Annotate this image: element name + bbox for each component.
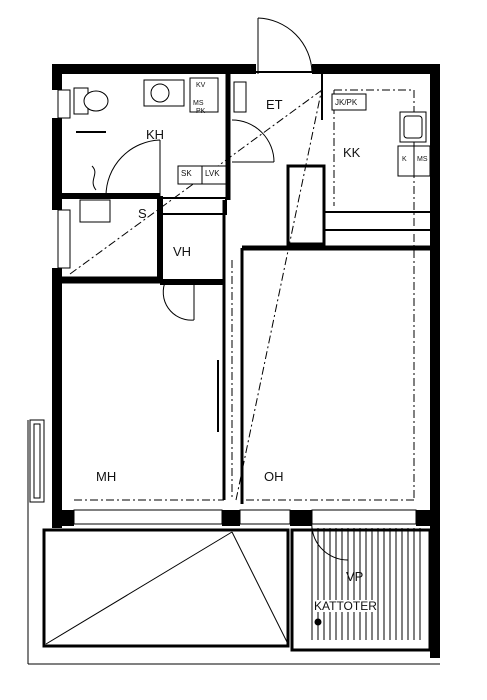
balcony bbox=[42, 528, 432, 652]
exterior-walls bbox=[52, 64, 440, 658]
room-label-bathroom: KH bbox=[146, 127, 165, 142]
label-sk: SK bbox=[181, 169, 192, 178]
room-label-sauna: S bbox=[138, 206, 147, 221]
terrace-decking bbox=[311, 528, 421, 640]
label-ms-kitchen: MS bbox=[417, 156, 428, 163]
room-label-living-room: OH bbox=[264, 469, 284, 484]
windows bbox=[29, 89, 417, 525]
interior-walls bbox=[62, 74, 430, 504]
room-label-entrance: ET bbox=[266, 97, 283, 112]
roof-terrace-label: KATTOTER bbox=[314, 599, 377, 613]
label-jk-pk: JK/PK bbox=[335, 98, 358, 107]
room-label-wardrobe: VH bbox=[173, 244, 192, 259]
label-lvk: LVK bbox=[205, 169, 220, 178]
room-label-balcony: VP bbox=[346, 569, 364, 584]
doors bbox=[105, 17, 349, 561]
label-pk: PK bbox=[196, 108, 206, 115]
label-kv: KV bbox=[196, 82, 206, 89]
label-ms: MS bbox=[193, 100, 204, 107]
room-label-kitchen: KK bbox=[343, 145, 361, 160]
label-k: K bbox=[402, 156, 407, 163]
room-label-bedroom: MH bbox=[96, 469, 117, 484]
fixtures bbox=[73, 77, 431, 223]
site-lines bbox=[27, 420, 440, 665]
